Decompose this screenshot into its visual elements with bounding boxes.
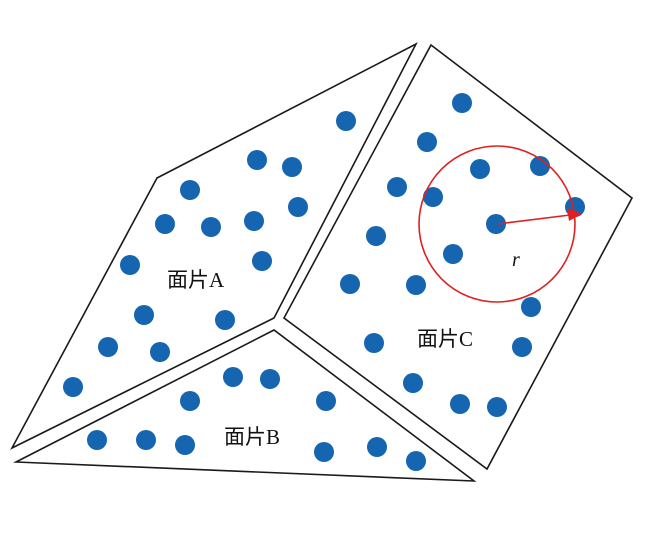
sample-point: [175, 435, 195, 455]
sample-point: [244, 211, 264, 231]
sample-point: [63, 377, 83, 397]
sample-point: [403, 373, 423, 393]
sample-point: [450, 394, 470, 414]
sample-point: [282, 157, 302, 177]
sample-point: [417, 132, 437, 152]
radius-line: [496, 214, 571, 225]
sample-point: [260, 369, 280, 389]
sample-point: [387, 177, 407, 197]
sample-point: [223, 367, 243, 387]
facet-a-points: [63, 111, 356, 397]
radius-arrowhead: [567, 208, 582, 221]
sample-point: [98, 337, 118, 357]
sample-point: [316, 391, 336, 411]
sample-point: [180, 391, 200, 411]
sample-point: [512, 337, 532, 357]
sample-point: [180, 180, 200, 200]
sample-point: [201, 217, 221, 237]
sample-point: [120, 255, 140, 275]
facet-b-label: 面片B: [224, 425, 280, 449]
sample-point: [87, 430, 107, 450]
sample-point: [366, 226, 386, 246]
sample-point: [487, 397, 507, 417]
sample-point: [521, 297, 541, 317]
sample-point: [314, 442, 334, 462]
sample-point: [288, 197, 308, 217]
sample-point: [150, 342, 170, 362]
neighborhood-circle: [418, 145, 576, 303]
facet-b-outline: [12, 329, 477, 482]
sample-point: [247, 150, 267, 170]
sample-point: [367, 437, 387, 457]
sample-point: [406, 275, 426, 295]
sample-point: [470, 159, 490, 179]
sample-point: [452, 93, 472, 113]
sample-point: [215, 310, 235, 330]
sample-point: [486, 214, 506, 234]
facet-a-label: 面片A: [167, 268, 225, 292]
sample-point: [443, 244, 463, 264]
sample-point: [530, 156, 550, 176]
facet-a-outline: [10, 42, 418, 450]
facet-c-points: [340, 93, 585, 417]
facet-c-outline: [282, 43, 634, 471]
sample-point: [340, 274, 360, 294]
sample-point: [364, 333, 384, 353]
facet-b-points: [87, 367, 426, 471]
sample-point: [423, 187, 443, 207]
facet-c-label: 面片C: [417, 327, 473, 351]
sample-point: [134, 305, 154, 325]
sample-point: [406, 451, 426, 471]
radius-label: r: [512, 249, 520, 271]
sample-point: [252, 251, 272, 271]
sample-point: [155, 214, 175, 234]
sample-point: [336, 111, 356, 131]
sample-point: [136, 430, 156, 450]
